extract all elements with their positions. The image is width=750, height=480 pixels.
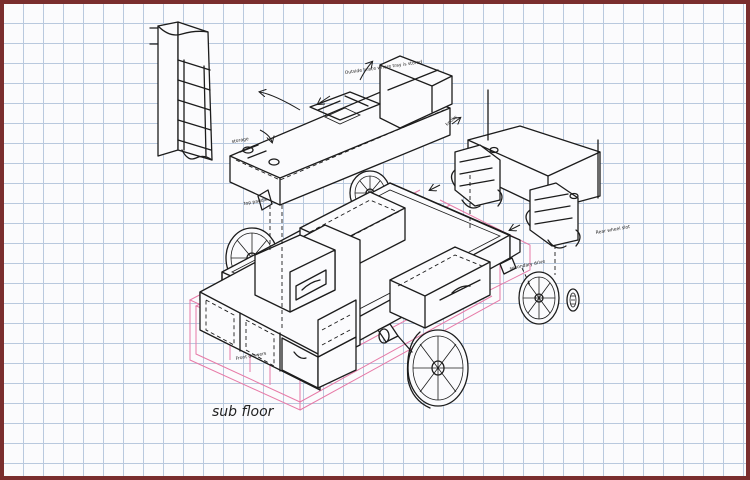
top-storage-unit [229, 55, 453, 211]
label-storage: storage [231, 136, 249, 145]
middle-drawer [254, 234, 336, 313]
right-drawer [389, 246, 491, 329]
label-top-paddle: top paddle [243, 197, 268, 207]
explode-lines [269, 175, 556, 330]
assembly-arrows [260, 62, 521, 230]
hub-cap [566, 288, 580, 312]
caption-sub-floor: sub floor [212, 404, 275, 420]
wagon-exploded-diagram: Outside brace where tray is stored stora… [149, 21, 631, 420]
graph-paper: Outside brace where tray is stored stora… [4, 4, 746, 476]
label-front-drawers: Front drawers [235, 351, 267, 362]
front-axle [377, 257, 517, 353]
label-rear-wheel-slot: Rear wheel slot [595, 224, 630, 236]
front-seat-assembly [450, 89, 601, 249]
front-right-wheel [518, 271, 560, 325]
front-left-wheel [406, 329, 469, 409]
side-shelf-unit [149, 21, 213, 161]
label-secondary-drive: secondary drive [509, 259, 546, 272]
